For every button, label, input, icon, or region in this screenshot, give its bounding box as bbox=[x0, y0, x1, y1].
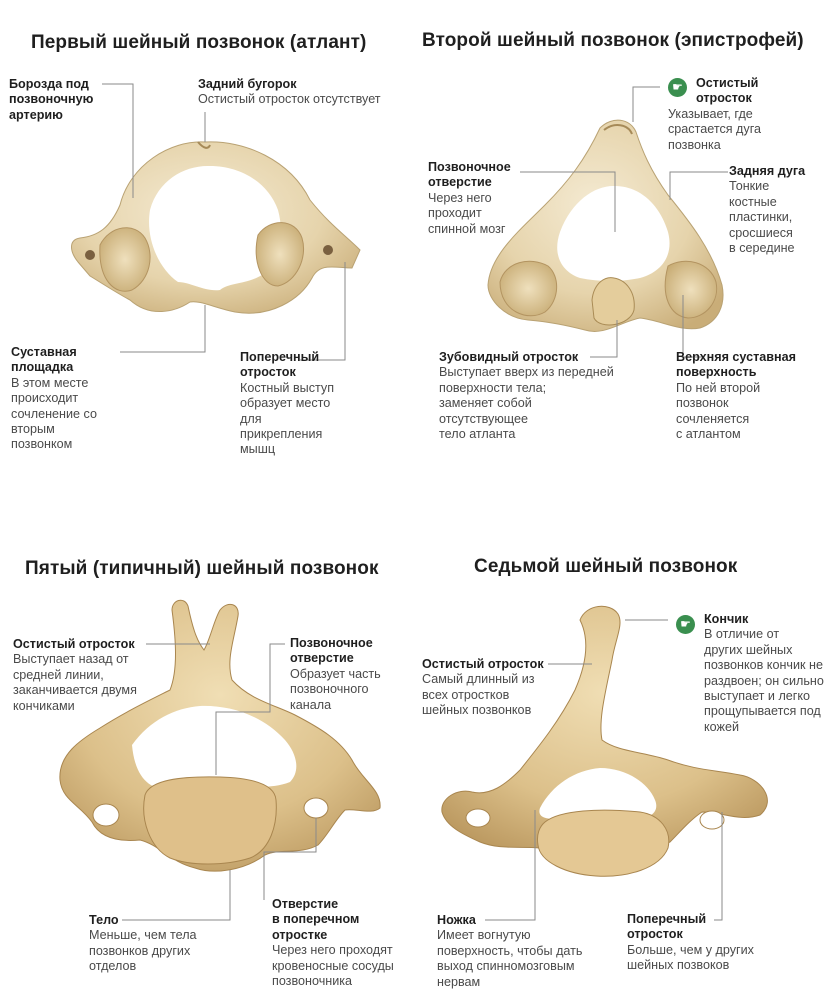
label-description: Выступает вверх из передней поверхности … bbox=[439, 365, 614, 442]
label-description: Самый длинный из всех отростков шейных п… bbox=[422, 672, 535, 718]
label-heading: Верхняя суставная поверхность bbox=[676, 350, 797, 380]
c5-label-spinous-process: Остистый отросток Выступает назад от сре… bbox=[13, 637, 137, 714]
label-heading: Отверстие в поперечном отростке bbox=[272, 897, 360, 942]
label-heading: Кончик bbox=[704, 612, 749, 626]
label-heading: Борозда под позвоночную артерию bbox=[9, 77, 94, 122]
c7-label-spinous-process: Остистый отросток Самый длинный из всех … bbox=[422, 657, 544, 719]
atlas-label-groove: Борозда под позвоночную артерию bbox=[9, 77, 93, 123]
c7-illustration bbox=[441, 605, 768, 877]
label-heading: Поперечный отросток bbox=[240, 350, 320, 380]
label-heading: Поперечный отросток bbox=[627, 912, 707, 942]
label-description: Костный выступ образует место для прикре… bbox=[240, 380, 335, 457]
axis-label-superior-articular: Верхняя суставная поверхность По ней вто… bbox=[676, 350, 796, 442]
atlas-label-articular-facet: Суставная площадка В этом месте происход… bbox=[11, 345, 97, 453]
label-description: Тонкие костные пластинки, сросшиеся в се… bbox=[729, 179, 795, 256]
c5-illustration bbox=[59, 599, 381, 872]
c7-label-pedicle: Ножка Имеет вогнутую поверхность, чтобы … bbox=[437, 913, 582, 990]
label-description: Выступает назад от средней линии, заканч… bbox=[13, 652, 137, 713]
leader-lines bbox=[102, 83, 728, 921]
label-heading: Ножка bbox=[437, 913, 476, 927]
label-description: Через него проходит спинной мозг bbox=[428, 190, 506, 236]
label-heading: Зубовидный отросток bbox=[439, 350, 579, 364]
c5-label-vertebral-foramen: Позвоночное отверстие Образует часть поз… bbox=[290, 636, 381, 713]
label-heading: Остистый отросток bbox=[422, 657, 544, 671]
c7-title: Седьмой шейный позвонок bbox=[474, 556, 738, 577]
c7-label-transverse-process: Поперечный отросток Больше, чем у других… bbox=[627, 912, 754, 974]
label-description: Через него проходят кровеносные сосуды п… bbox=[272, 943, 394, 989]
atlas-title: Первый шейный позвонок (атлант) bbox=[31, 32, 367, 53]
atlas-label-transverse-process: Поперечный отросток Костный выступ образ… bbox=[240, 350, 334, 458]
axis-label-dens: Зубовидный отросток Выступает вверх из п… bbox=[439, 350, 614, 442]
label-heading: Суставная площадка bbox=[11, 345, 77, 375]
atlas-illustration bbox=[71, 141, 361, 314]
label-description: Остистый отросток отсутствует bbox=[198, 92, 381, 107]
label-heading: Позвоночное отверстие bbox=[290, 636, 373, 666]
label-description: В отличие от других шейных позвонков кон… bbox=[704, 627, 824, 734]
label-description: Меньше, чем тела позвонков других отдело… bbox=[89, 928, 197, 974]
label-heading: Задний бугорок bbox=[198, 77, 297, 91]
label-heading: Позвоночное отверстие bbox=[428, 160, 511, 190]
axis-label-spinous-process: Остистый отросток Указывает, где срастае… bbox=[668, 76, 761, 153]
atlas-label-posterior-tubercle: Задний бугорок Остистый отросток отсутст… bbox=[198, 77, 381, 108]
axis-label-vertebral-foramen: Позвоночное отверстие Через него проходи… bbox=[428, 160, 511, 237]
c7-label-tip: Кончик В отличие от других шейных позвон… bbox=[676, 612, 824, 735]
label-description: По ней второй позвонок сочленяется с атл… bbox=[676, 380, 761, 442]
label-heading: Остистый отросток bbox=[696, 76, 759, 106]
label-heading: Задняя дуга bbox=[729, 164, 806, 178]
c5-label-body: Тело Меньше, чем тела позвонков других о… bbox=[89, 913, 197, 975]
label-description: Имеет вогнутую поверхность, чтобы дать в… bbox=[437, 928, 583, 989]
axis-title: Второй шейный позвонок (эпистрофей) bbox=[422, 30, 804, 51]
label-heading: Тело bbox=[89, 913, 119, 927]
hand-pointer-icon: ☛ bbox=[668, 78, 687, 97]
c5-title: Пятый (типичный) шейный позвонок bbox=[25, 558, 379, 579]
label-description: Указывает, где срастается дуга позвонка bbox=[668, 106, 762, 152]
label-description: В этом месте происходит сочленение со вт… bbox=[11, 375, 97, 452]
axis-illustration bbox=[487, 119, 724, 332]
label-heading: Остистый отросток bbox=[13, 637, 135, 651]
c5-label-transverse-foramen: Отверстие в поперечном отростке Через не… bbox=[272, 897, 394, 989]
label-description: Больше, чем у других шейных позвоков bbox=[627, 942, 754, 973]
label-description: Образует часть позвоночного канала bbox=[290, 666, 381, 712]
axis-label-posterior-arch: Задняя дуга Тонкие костные пластинки, ср… bbox=[729, 164, 805, 256]
hand-pointer-icon: ☛ bbox=[676, 615, 695, 634]
